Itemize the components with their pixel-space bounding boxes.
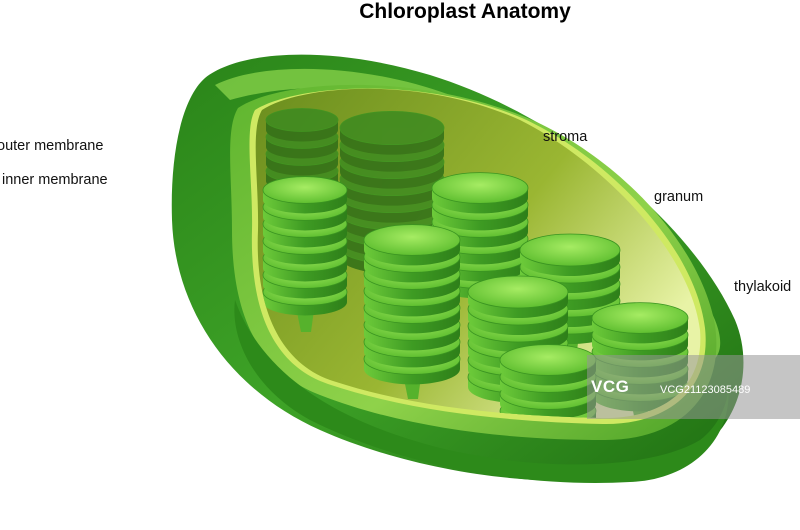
thylakoid-disc [363,224,461,256]
thylakoid-disc [499,344,597,376]
label-stroma: stroma [543,129,588,145]
label-inner-membrane: inner membrane [2,172,108,188]
watermark-band [587,355,800,419]
thylakoid-disc [339,110,445,146]
page-title: Chloroplast Anatomy [359,0,571,23]
thylakoid-disc [467,275,569,309]
label-outer-membrane: outer membrane [0,138,104,154]
thylakoid-disc [265,108,339,132]
watermark-id: VCG21123085489 [660,384,751,396]
thylakoid-disc [591,302,689,334]
thylakoid-disc [262,176,348,204]
thylakoid-disc [431,172,529,204]
watermark-logo: VCG [591,377,630,396]
label-granum: granum [654,189,704,205]
granum-stack [363,224,461,399]
label-thylakoid: thylakoid [734,279,792,295]
thylakoid-disc [519,233,621,267]
granum-stack [262,176,348,332]
